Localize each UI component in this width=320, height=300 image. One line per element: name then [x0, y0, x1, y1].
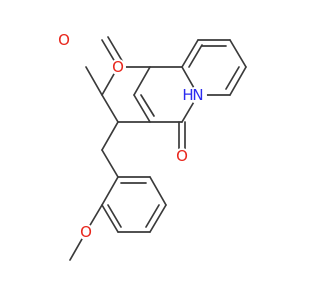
- bond: [101, 149, 119, 178]
- lactam-hydrogen-label: H: [182, 86, 193, 104]
- lactam-nitrogen-label: N: [192, 86, 203, 104]
- bond: [149, 204, 167, 233]
- bond: [101, 121, 119, 151]
- bond: [225, 66, 240, 90]
- bond: [101, 176, 119, 206]
- methoxy-oxygen-label: O: [80, 223, 92, 241]
- ring-oxygen-label: O: [112, 58, 124, 76]
- bond: [229, 66, 247, 96]
- atom-labels: O O O O H N: [56, 31, 207, 241]
- bond: [140, 94, 155, 117]
- lactam-carbonyl-oxygen-label: O: [176, 147, 188, 165]
- bond: [107, 36, 125, 65]
- bond: [145, 204, 160, 228]
- molecule-structure: O O O O H N: [56, 31, 247, 261]
- bond: [101, 94, 119, 123]
- bond: [181, 39, 199, 68]
- bond: [229, 39, 247, 68]
- bond: [101, 204, 119, 233]
- bond: [133, 94, 151, 123]
- lactone-carbonyl-oxygen-label: O: [58, 31, 70, 49]
- bond: [188, 44, 203, 68]
- bond: [133, 66, 151, 96]
- bond: [85, 66, 103, 96]
- bond: [149, 176, 167, 206]
- bond: [107, 204, 122, 228]
- bonds: [69, 36, 247, 261]
